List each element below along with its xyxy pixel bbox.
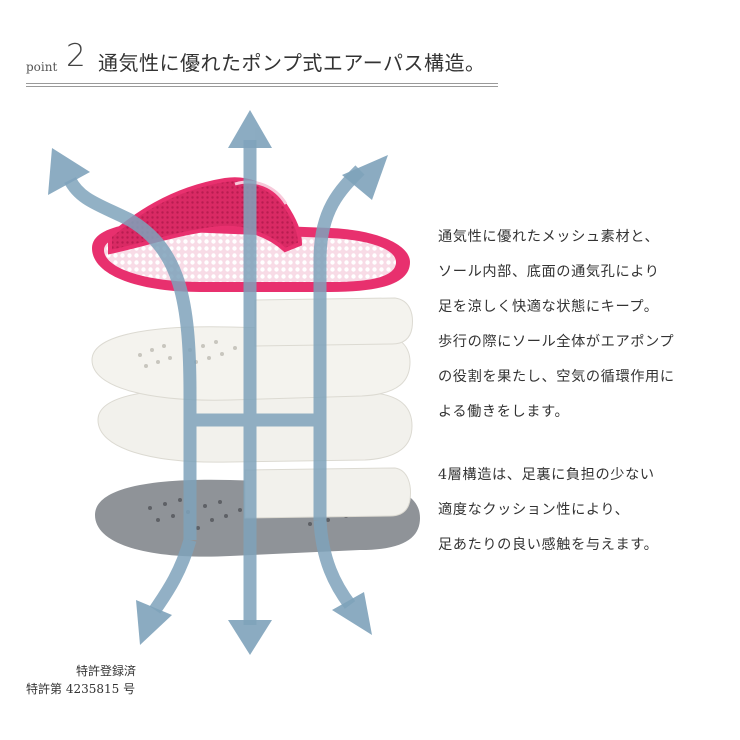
patent-info: 特許登録済 特許第 4235815 号 bbox=[26, 662, 136, 698]
header-divider-bottom bbox=[26, 86, 498, 87]
desc-line: 4層構造は、足裏に負担の少ない bbox=[438, 467, 655, 483]
arrow-head-down-center bbox=[228, 620, 272, 655]
feature-description: 通気性に優れたメッシュ素材と、 ソール内部、底面の通気孔により 足を涼しく快適な… bbox=[438, 220, 738, 563]
desc-line: 足を涼しく快適な状態にキープ。 bbox=[438, 299, 659, 315]
desc-line: 歩行の際にソール全体がエアポンプ bbox=[438, 334, 675, 350]
air-flow-arrow-icon bbox=[64, 140, 365, 625]
patent-status: 特許登録済 bbox=[76, 664, 137, 678]
arrow-head-up-right bbox=[342, 155, 388, 200]
desc-line: 通気性に優れたメッシュ素材と、 bbox=[438, 229, 660, 245]
arrow-head-up-left bbox=[48, 148, 90, 195]
sole-layer-cushion-1 bbox=[254, 297, 413, 347]
slipper-airflow-illustration bbox=[48, 110, 420, 655]
section-title: 通気性に優れたポンプ式エアーパス構造。 bbox=[98, 51, 486, 75]
desc-line: 適度なクッション性により、 bbox=[438, 502, 630, 518]
desc-line: の役割を果たし、空気の循環作用に bbox=[438, 369, 675, 385]
point-number: 2 bbox=[66, 38, 86, 74]
header-divider-top bbox=[26, 83, 498, 84]
arrow-head-up-center bbox=[228, 110, 272, 148]
patent-number: 特許第 4235815 号 bbox=[26, 682, 136, 696]
arrow-head-down-left bbox=[136, 600, 172, 645]
desc-line: 足あたりの良い感触を与えます。 bbox=[438, 537, 659, 553]
desc-line: よる働きをします。 bbox=[438, 404, 570, 420]
section-header: point 2 通気性に優れたポンプ式エアーパス構造。 bbox=[26, 36, 496, 86]
desc-line: ソール内部、底面の通気孔により bbox=[438, 264, 660, 280]
arrow-head-down-right bbox=[332, 592, 372, 635]
point-label: point bbox=[26, 60, 58, 74]
